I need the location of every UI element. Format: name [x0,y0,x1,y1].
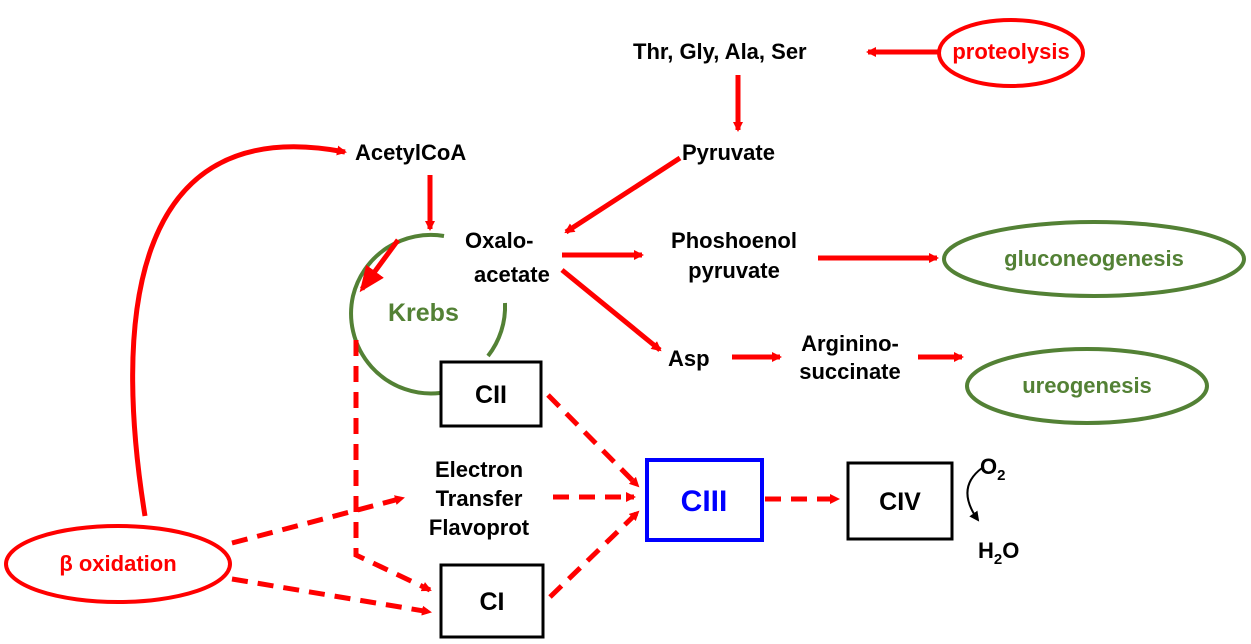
ci-box [439,563,545,639]
arrow-cii-to-ciii-dashed [546,393,640,488]
cii-label: CII [475,381,507,409]
oxaloacetate-label-line2: acetate [474,262,550,287]
civ-box [846,461,954,541]
ciii-box [645,458,764,542]
arrow-ci-to-ciii-dashed [548,510,640,599]
krebs-label: Krebs [388,299,459,327]
cii-box [439,360,543,428]
o2-label: O2 [980,454,1005,484]
proteolysis-ellipse [937,18,1085,88]
argininosuccinate-label-line1: Arginino- [801,331,899,356]
h2o-label: H2O [978,538,1019,568]
amino-acids-label: Thr, Gly, Ala, Ser [633,39,807,64]
pep-label-line2: pyruvate [688,258,780,283]
ureogenesis-ellipse [965,347,1209,425]
arrow-oxaloacetate-to-asp [560,268,662,352]
ureogenesis-label: ureogenesis [1022,373,1152,398]
etf-label-line2: Transfer [436,486,523,511]
krebs-cycle-arc-right [486,302,508,358]
krebs-cycle-arc [349,232,445,396]
ciii-label: CIII [681,485,728,518]
argininosuccinate-label-line2: succinate [799,359,901,384]
arrow-o2-to-h2o [966,467,983,522]
ci-label: CI [480,588,505,616]
arrow-betaox-to-etf-dashed [231,495,405,546]
gluconeogenesis-ellipse [942,220,1246,298]
acetylcoa-label: AcetylCoA [355,140,466,165]
pep-label-line1: Phoshoenol [671,228,797,253]
beta-oxidation-label: β oxidation [59,551,176,576]
arrow-pyruvate-to-oxaloacetate [564,155,682,235]
arrow-oxaloacetate-into-krebs [359,238,401,293]
civ-label: CIV [879,488,921,516]
arrow-betaox-to-acetylcoa [130,144,347,517]
beta-oxidation-ellipse [4,524,232,604]
arrow-krebs-to-ci-dashed [353,340,432,593]
arrow-betaox-to-ci-dashed [231,576,432,616]
asp-label: Asp [668,346,710,371]
etf-label-line1: Electron [435,457,523,482]
pyruvate-label: Pyruvate [682,140,775,165]
proteolysis-label: proteolysis [952,39,1069,64]
oxaloacetate-label-line1: Oxalo- [465,228,533,253]
etf-label-line3: Flavoprot [429,515,530,540]
gluconeogenesis-label: gluconeogenesis [1004,246,1184,271]
